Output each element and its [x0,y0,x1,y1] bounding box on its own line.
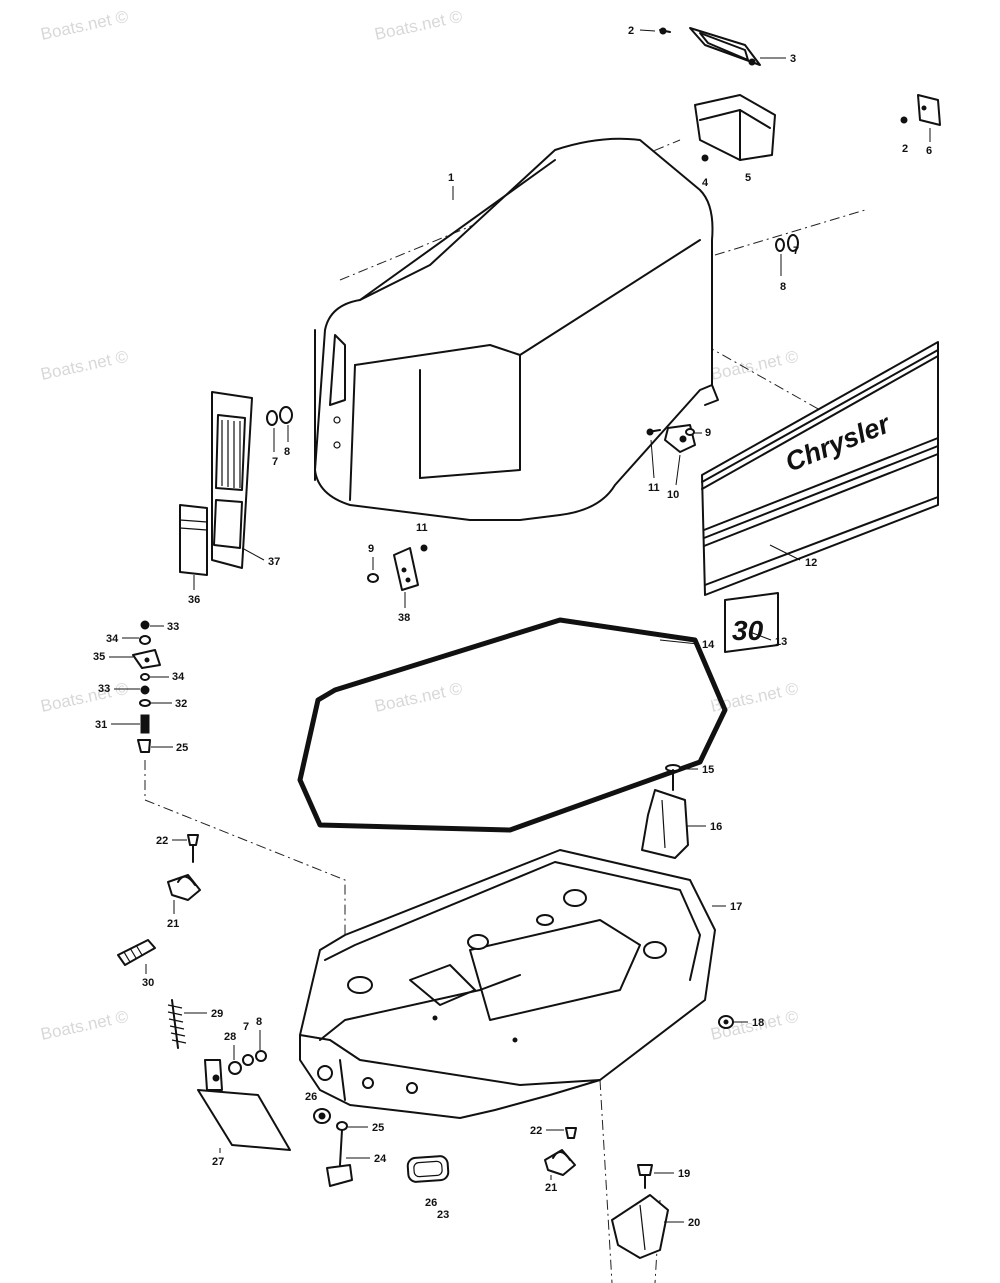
part-6-plate [900,94,941,126]
callout-label: 21 [167,918,179,930]
callout-label: 6 [926,145,932,157]
callout-label: 18 [752,1017,764,1029]
callout-label: 36 [188,594,200,606]
callout-label: 34 [172,671,185,683]
callout-label: 25 [372,1122,384,1134]
watermark: Boats.net © [709,347,801,384]
callout-label: 12 [805,557,817,569]
part-23-pad [406,1155,450,1183]
callout-label: 11 [416,522,428,534]
callout-label: 7 [793,245,799,257]
callout-label: 20 [688,1217,700,1229]
part-22-21-clamp-bottom [544,1127,577,1176]
callout-label: 35 [93,651,105,663]
callout-label: 10 [667,489,679,501]
callout-label: 27 [212,1156,224,1168]
watermark: Boats.net © [373,7,465,44]
callout-label: 29 [211,1008,223,1020]
callout-label: 14 [702,639,715,651]
callout-label: 22 [530,1125,542,1137]
callout-label: 15 [702,764,714,776]
part-12-brand-decal: Chrysler [701,341,939,596]
part-24-25-lever [326,1121,353,1187]
callout-label: 38 [398,612,410,624]
callout-label: 28 [224,1031,236,1043]
part-37-side-panel [211,391,253,569]
part-3-bracket [689,27,761,66]
callout-label: 34 [106,633,119,645]
callout-label: 19 [678,1168,690,1180]
part-29-spring [167,999,187,1049]
callout-label: 4 [702,177,709,189]
callout-label: 26 [425,1197,437,1209]
callout-label: 31 [95,719,107,731]
callout-label: 8 [256,1016,262,1028]
callout-label: 22 [156,835,168,847]
part-36-decal [179,504,208,576]
model-text: 30 [732,615,764,646]
watermark: Boats.net © [373,679,465,716]
callout-label: 9 [705,427,711,439]
callout-label: 9 [368,543,374,555]
callout-label: 8 [780,281,786,293]
part-10-latch [646,424,696,453]
part-19-20-bracket [611,1164,669,1259]
callout-label: 1 [448,172,454,184]
part-14-seal [297,617,728,833]
callout-group: 2 3 4 5 1 2 6 7 8 7 8 9 10 11 11 9 12 38… [93,25,932,1229]
part-2-screw [659,27,671,35]
upper-cowl [314,137,719,521]
left-fastener-stack [132,620,161,753]
callout-label: 8 [284,446,290,458]
part-15-16-bracket [641,764,689,859]
watermark: Boats.net © [39,679,131,716]
callout-label: 33 [98,683,110,695]
callout-label: 3 [790,53,796,65]
part-28-7-8-washers [228,1050,267,1075]
part-5-bracket [694,94,776,162]
part-38-hinge [367,544,428,591]
callout-label: 7 [272,456,278,468]
callout-label: 5 [745,172,751,184]
callout-label: 11 [648,482,660,494]
callout-label: 7 [243,1021,249,1033]
callout-label: 26 [305,1091,317,1103]
part-22-21-clamp-left [167,834,201,901]
callout-label: 17 [730,901,742,913]
callout-label: 24 [374,1153,387,1165]
part-18-nut [718,1015,734,1029]
callout-label: 2 [628,25,634,37]
callout-label: 16 [710,821,722,833]
callout-label: 37 [268,556,280,568]
callout-label: 25 [176,742,188,754]
part-26-grommet [313,1108,331,1124]
part-27-handle [197,1059,291,1151]
callout-label: 32 [175,698,187,710]
watermark: Boats.net © [39,7,131,44]
watermark: Boats.net © [39,1007,131,1044]
callout-label: 33 [167,621,179,633]
part-30-fitting [117,939,156,966]
part-7-8-washers-left [266,406,293,426]
part-7-8-washers [775,234,799,252]
callout-label: 2 [902,143,908,155]
part-13-model-decal: 30 [724,592,779,653]
callout-label: 30 [142,977,154,989]
callout-label: 23 [437,1209,449,1221]
watermark: Boats.net © [39,347,131,384]
callout-label: 21 [545,1182,557,1194]
callout-label: 13 [775,636,787,648]
part-17-lower-cowl [299,849,716,1119]
